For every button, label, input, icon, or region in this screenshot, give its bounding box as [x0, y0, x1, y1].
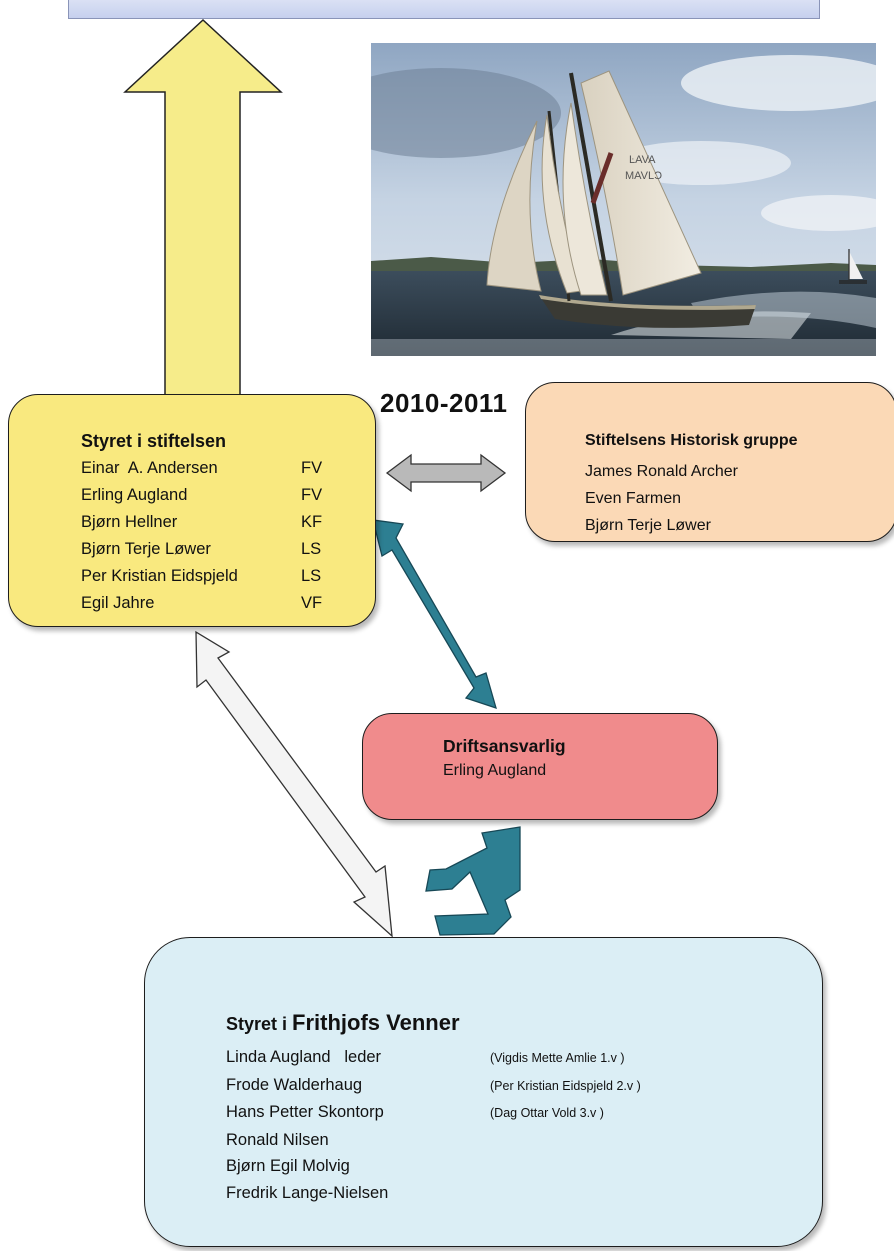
frithjofs-venner-title: Styret i Frithjofs Venner [226, 1010, 460, 1036]
member-row: Hans Petter Skontorp (Dag Ottar Vold 3.v… [226, 1099, 641, 1127]
sailboat-photo: ĿAVA MAVLƆ [371, 43, 876, 356]
svg-text:MAVLƆ: MAVLƆ [625, 170, 662, 182]
member-row: Ronald Nilsen [226, 1127, 641, 1154]
historisk-gruppe-box: Stiftelsens Historisk gruppe James Ronal… [525, 382, 894, 542]
member-name: Erling Augland [81, 486, 188, 504]
member-code: KF [301, 513, 323, 531]
title-prefix: Styret i [226, 1014, 293, 1034]
member-code: LS [301, 540, 322, 558]
member-name: Ronald Nilsen [226, 1130, 329, 1149]
member-row: Bjørn Terje Løwer LS [81, 536, 322, 563]
member-name: Bjørn Terje Løwer [585, 517, 711, 534]
member-row: Linda Augland leder (Vigdis Mette Amlie … [226, 1044, 641, 1072]
top-banner-box [68, 0, 820, 19]
member-code: FV [301, 486, 323, 504]
member-name: Bjørn Terje Løwer [81, 540, 211, 558]
member-name: Bjørn Egil Molvig [226, 1157, 350, 1175]
member-name: Frode Walderhaug [226, 1075, 363, 1094]
member-code: LS [301, 567, 322, 585]
vara-member: (Dag Ottar Vold 3.v ) [490, 1106, 604, 1120]
member-name: Bjørn Hellner [81, 513, 178, 531]
member-row: Bjørn Hellner KF [81, 509, 322, 536]
member-row: Frode Walderhaug (Per Kristian Eidspjeld… [226, 1072, 641, 1100]
member-name: Per Kristian Eidspjeld [81, 567, 238, 585]
member-row: Erling Augland FV [81, 482, 322, 509]
member-name: Einar A. Andersen [81, 459, 218, 477]
member-row: Fredrik Lange-Nielsen [226, 1180, 641, 1207]
double-arrow-diagonal-icon [425, 826, 521, 936]
member-name: Fredrik Lange-Nielsen [226, 1183, 389, 1202]
double-arrow-horizontal-icon [385, 453, 507, 493]
member-name: Hans Petter Skontorp [226, 1103, 384, 1121]
double-arrow-diagonal-icon [195, 630, 393, 938]
member-name: Linda Augland leder [226, 1048, 382, 1066]
member-name: Even Farmen [585, 490, 682, 507]
driftsansvarlig-name: Erling Augland [443, 762, 547, 779]
historisk-gruppe-title: Stiftelsens Historisk gruppe [585, 432, 798, 449]
member-row: Einar A. Andersen FV [81, 455, 322, 482]
member-row: Egil Jahre VF [81, 590, 322, 617]
title-main: Frithjofs Venner [292, 1010, 460, 1035]
member-code: FV [301, 459, 323, 477]
styret-stiftelsen-title: Styret i stiftelsen [81, 431, 227, 451]
member-row: Bjørn Egil Molvig [226, 1153, 641, 1180]
up-arrow-icon [123, 18, 283, 399]
member-code: VF [301, 594, 323, 612]
vara-member: (Per Kristian Eidspjeld 2.v ) [490, 1078, 641, 1093]
vara-member: (Vigdis Mette Amlie 1.v ) [490, 1051, 625, 1065]
member-row: Per Kristian Eidspjeld LS [81, 563, 322, 590]
year-label: 2010-2011 [380, 388, 508, 418]
member-name: Egil Jahre [81, 594, 155, 612]
frithjofs-venner-box: Styret i Frithjofs Venner Linda Augland … [144, 937, 823, 1247]
double-arrow-diagonal-icon [372, 519, 497, 710]
styret-stiftelsen-box: Styret i stiftelsen Einar A. Andersen FV… [8, 394, 376, 627]
driftsansvarlig-title: Driftsansvarlig [443, 736, 566, 756]
member-name: James Ronald Archer [585, 463, 738, 480]
svg-text:ĿAVA: ĿAVA [629, 154, 656, 166]
driftsansvarlig-box: Driftsansvarlig Erling Augland [362, 713, 718, 820]
